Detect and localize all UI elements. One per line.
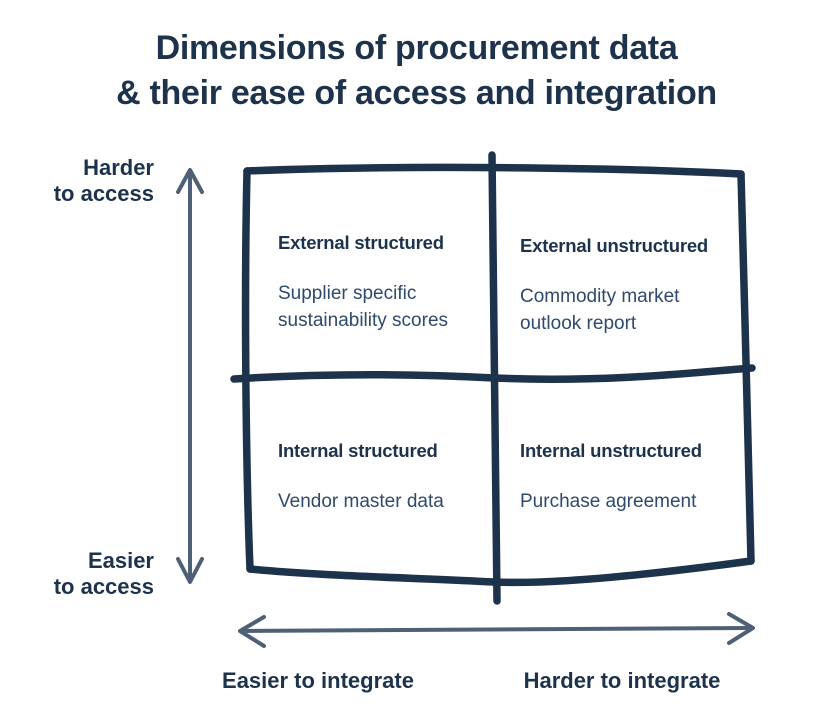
quadrant-grid <box>230 151 756 605</box>
grid-left-edge <box>241 167 254 573</box>
quadrant-heading: Internal structured <box>278 440 438 461</box>
arrow-right-icon <box>727 612 755 645</box>
quadrant-example: Vendor master data <box>278 491 444 512</box>
grid-top-edge <box>243 163 745 178</box>
page-title-line1: Dimensions of procurement data <box>155 29 678 67</box>
quadrant-example: Supplier specific sustainability scores <box>278 283 449 331</box>
arrow-up-icon <box>176 168 204 194</box>
grid-vertical-divider <box>488 151 501 605</box>
horizontal-axis-line <box>241 626 752 633</box>
y-axis-bottom-label: Easier to access <box>53 548 154 599</box>
grid-right-edge <box>737 170 755 565</box>
quadrant-internal-unstructured: Internal unstructured Purchase agreement <box>520 440 702 515</box>
quadrant-heading: External structured <box>278 232 444 253</box>
grid-horizontal-divider <box>230 364 756 383</box>
quadrant-heading: Internal unstructured <box>520 440 702 461</box>
x-axis-right-label: Harder to integrate <box>523 668 721 693</box>
quadrant-heading: External unstructured <box>520 235 709 256</box>
x-axis-left-label: Easier to integrate <box>222 668 414 693</box>
quadrant-example: Commodity market outlook report <box>520 286 680 334</box>
quadrant-internal-structured: Internal structured Vendor master data <box>278 440 444 515</box>
page-title-line2: & their ease of access and integration <box>116 73 717 112</box>
arrow-down-icon <box>176 557 204 584</box>
quadrant-external-unstructured: External unstructured Commodity market o… <box>520 235 708 337</box>
vertical-axis-arrow-icon <box>176 168 204 584</box>
horizontal-axis-arrow-icon <box>238 612 755 648</box>
quadrant-external-structured: External structured Supplier specific su… <box>278 232 448 334</box>
y-axis-top-label: Harder to access <box>53 155 154 206</box>
quadrant-example: Purchase agreement <box>520 491 697 512</box>
arrow-left-icon <box>238 615 266 648</box>
page-title: Dimensions of procurement data & their e… <box>0 26 833 116</box>
